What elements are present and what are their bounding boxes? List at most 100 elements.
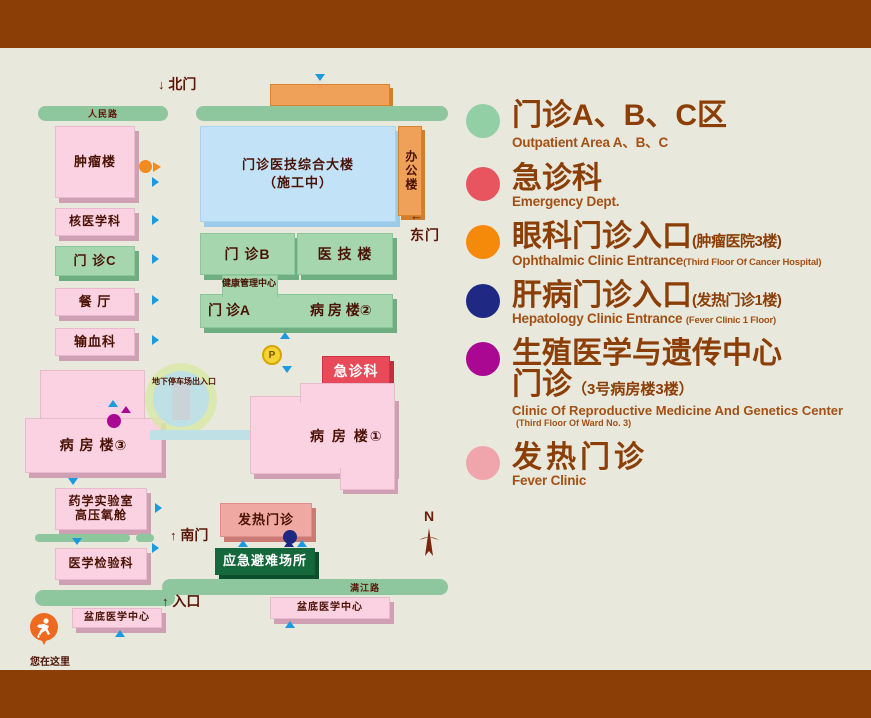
marker-triangle-right-2: [152, 215, 159, 225]
legend-cn-outpatient: 门诊A、B、C区: [512, 99, 727, 132]
building-outpatient-b[interactable]: 门 诊B: [200, 233, 295, 275]
building-ward1[interactable]: [250, 396, 395, 474]
legend-en-sub-hepatology: (Fever Clinic 1 Floor): [685, 314, 776, 326]
legend-swatch-outpatient: [466, 104, 500, 138]
building-medical-lab[interactable]: 医学检验科: [55, 548, 147, 580]
legend-swatch-reproductive: [466, 341, 500, 376]
building-ward3[interactable]: 病 房 楼③: [25, 418, 162, 473]
parking-path: [150, 430, 280, 440]
label-ward2: 病 房 楼②: [310, 302, 372, 318]
building-ward1-south-wing: [340, 468, 395, 490]
road-manjiang: 满江路: [162, 579, 448, 595]
marker-triangle-right-3: [152, 254, 159, 264]
marker-triangle-right-5: [152, 335, 159, 345]
gate-east: ← 东门: [410, 208, 440, 243]
label-parking-entrance: 地下停车场出入口: [152, 377, 216, 386]
you-are-here-label: 您在这里: [30, 657, 70, 668]
legend-cn-reproductive: 生殖医学与遗传中心: [512, 336, 782, 370]
building-medtech[interactable]: 医 技 楼: [297, 233, 393, 275]
legend-swatch-hepatology: [466, 283, 500, 318]
legend-cn-ophthalmic: 眼科门诊入口: [512, 220, 692, 254]
label-outpatient-a: 门 诊A: [208, 302, 250, 318]
top-frame-band: [0, 0, 871, 48]
legend-swatch-emergency: [466, 167, 500, 202]
legend-en-outpatient: Outpatient Area A、B、C: [512, 135, 669, 151]
legend-cn-emergency: 急诊科: [512, 162, 602, 196]
marker-triangle-up-fever: [238, 540, 248, 547]
location-pin-icon: [30, 613, 58, 645]
marker-triangle-up-ward3: [108, 400, 118, 407]
legend-item-outpatient[interactable]: 门诊A、B、C区 Outpatient Area A、B、C: [466, 100, 866, 151]
building-tumor[interactable]: 肿瘤楼: [55, 126, 135, 198]
legend-swatch-ophthalmic: [466, 225, 500, 260]
running-person-icon: [37, 618, 50, 638]
legend-swatch-fever: [466, 446, 500, 481]
marker-reproductive-center[interactable]: [107, 414, 121, 428]
bottom-frame-band: [0, 670, 871, 718]
marker-triangle-down-lot: [282, 366, 292, 373]
building-canteen[interactable]: 餐 厅: [55, 288, 135, 316]
marker-triangle-up-outpatient: [280, 332, 290, 339]
gate-south: ↑ 南门: [170, 527, 209, 543]
legend-en-fever: Fever Clinic: [512, 473, 587, 489]
road-renmin: 人民路: [38, 106, 168, 121]
legend-cn-hepatology: 肝病门诊入口: [512, 278, 692, 312]
marker-triangle-down-lab: [72, 538, 82, 545]
marker-triangle-right-south: [152, 543, 159, 553]
building-pharmacy-lab[interactable]: 药学实验室 高压氧舱: [55, 488, 147, 530]
building-ward1-north-wing: [300, 383, 395, 403]
legend-en-ophthalmic: Ophthalmic Clinic Entrance: [512, 252, 684, 268]
marker-triangle-down-pharm: [68, 478, 78, 485]
legend-item-ophthalmic[interactable]: 眼科门诊入口(肿瘤医院3楼) Ophthalmic Clinic Entranc…: [466, 220, 866, 268]
legend-cn-reproductive-line2: 门诊: [512, 367, 572, 401]
building-emergency[interactable]: 急诊科: [322, 356, 390, 386]
marker-triangle-up-pelvic: [115, 630, 125, 637]
marker-triangle-orange: [153, 162, 161, 172]
legend-cn-sub-hepatology: (发热门诊1楼): [692, 291, 782, 309]
legend-en-sub-reproductive: (Third Floor Of Ward No. 3): [516, 418, 632, 429]
map-canvas[interactable]: ↓ 北门 人民路 肿瘤楼 核医学科 门 诊C 餐 厅 输血科: [0, 48, 462, 670]
road-south-left: [35, 590, 175, 606]
legend-item-emergency[interactable]: 急诊科 Emergency Dept.: [466, 163, 866, 209]
parking-ramp: [172, 378, 190, 420]
building-pelvic-center-bottom[interactable]: 盆底医学中心: [270, 597, 390, 619]
building-pelvic-center-left[interactable]: 盆底医学中心: [72, 608, 162, 628]
building-ward3-upper[interactable]: [40, 370, 145, 420]
marker-triangle-up-fever2: [297, 540, 307, 547]
legend-cn-sub-reproductive: （3号病房楼3楼）: [572, 380, 694, 398]
legend-item-hepatology[interactable]: 肝病门诊入口(发热门诊1楼) Hepatology Clinic Entranc…: [466, 278, 866, 326]
marker-ophthalmic-entrance[interactable]: [139, 160, 152, 173]
building-shelter[interactable]: 应急避难场所: [215, 548, 315, 575]
marker-triangle-up-pelvic2: [285, 621, 295, 628]
building-outpatient-a-ward2[interactable]: [200, 294, 393, 328]
building-top-strip[interactable]: [270, 84, 390, 106]
gate-north: ↓ 北门: [158, 76, 197, 92]
legend-en-reproductive: Clinic Of Reproductive Medicine And Gene…: [512, 403, 844, 419]
compass-needle-icon: [419, 528, 439, 556]
building-connector: [222, 275, 278, 297]
building-fever-clinic[interactable]: 发热门诊: [220, 503, 312, 537]
legend-item-reproductive[interactable]: 生殖医学与遗传中心 门诊（3号病房楼3楼） Clinic Of Reproduc…: [466, 338, 866, 428]
building-blood-transfusion[interactable]: 输血科: [55, 328, 135, 356]
legend-en-emergency: Emergency Dept.: [512, 194, 620, 210]
building-nuclear-medicine[interactable]: 核医学科: [55, 208, 135, 236]
label-health-center: 健康管理中心: [222, 278, 277, 288]
compass: N: [418, 508, 440, 565]
marker-triangle-right-4: [152, 295, 159, 305]
parking-icon[interactable]: P: [262, 345, 282, 365]
legend-cn-fever: 发热门诊: [512, 441, 648, 475]
marker-triangle-up-navy: [284, 540, 294, 547]
label-ward1: 病 房 楼①: [310, 428, 384, 444]
road-renmin-east: [196, 106, 448, 121]
marker-triangle-right: [152, 177, 159, 187]
marker-triangle-right-pharm: [155, 503, 162, 513]
building-office[interactable]: 办公楼: [398, 126, 422, 216]
marker-triangle-up-magenta: [121, 406, 131, 413]
legend-en-hepatology: Hepatology Clinic Entrance: [512, 310, 683, 326]
legend-item-fever[interactable]: 发热门诊 Fever Clinic: [466, 442, 866, 488]
road-mid-left-2: [136, 534, 154, 542]
building-outpatient-c[interactable]: 门 诊C: [55, 246, 135, 276]
building-complex[interactable]: 门诊医技综合大楼 （施工中）: [200, 126, 396, 222]
you-are-here-marker[interactable]: 您在这里: [30, 613, 70, 668]
